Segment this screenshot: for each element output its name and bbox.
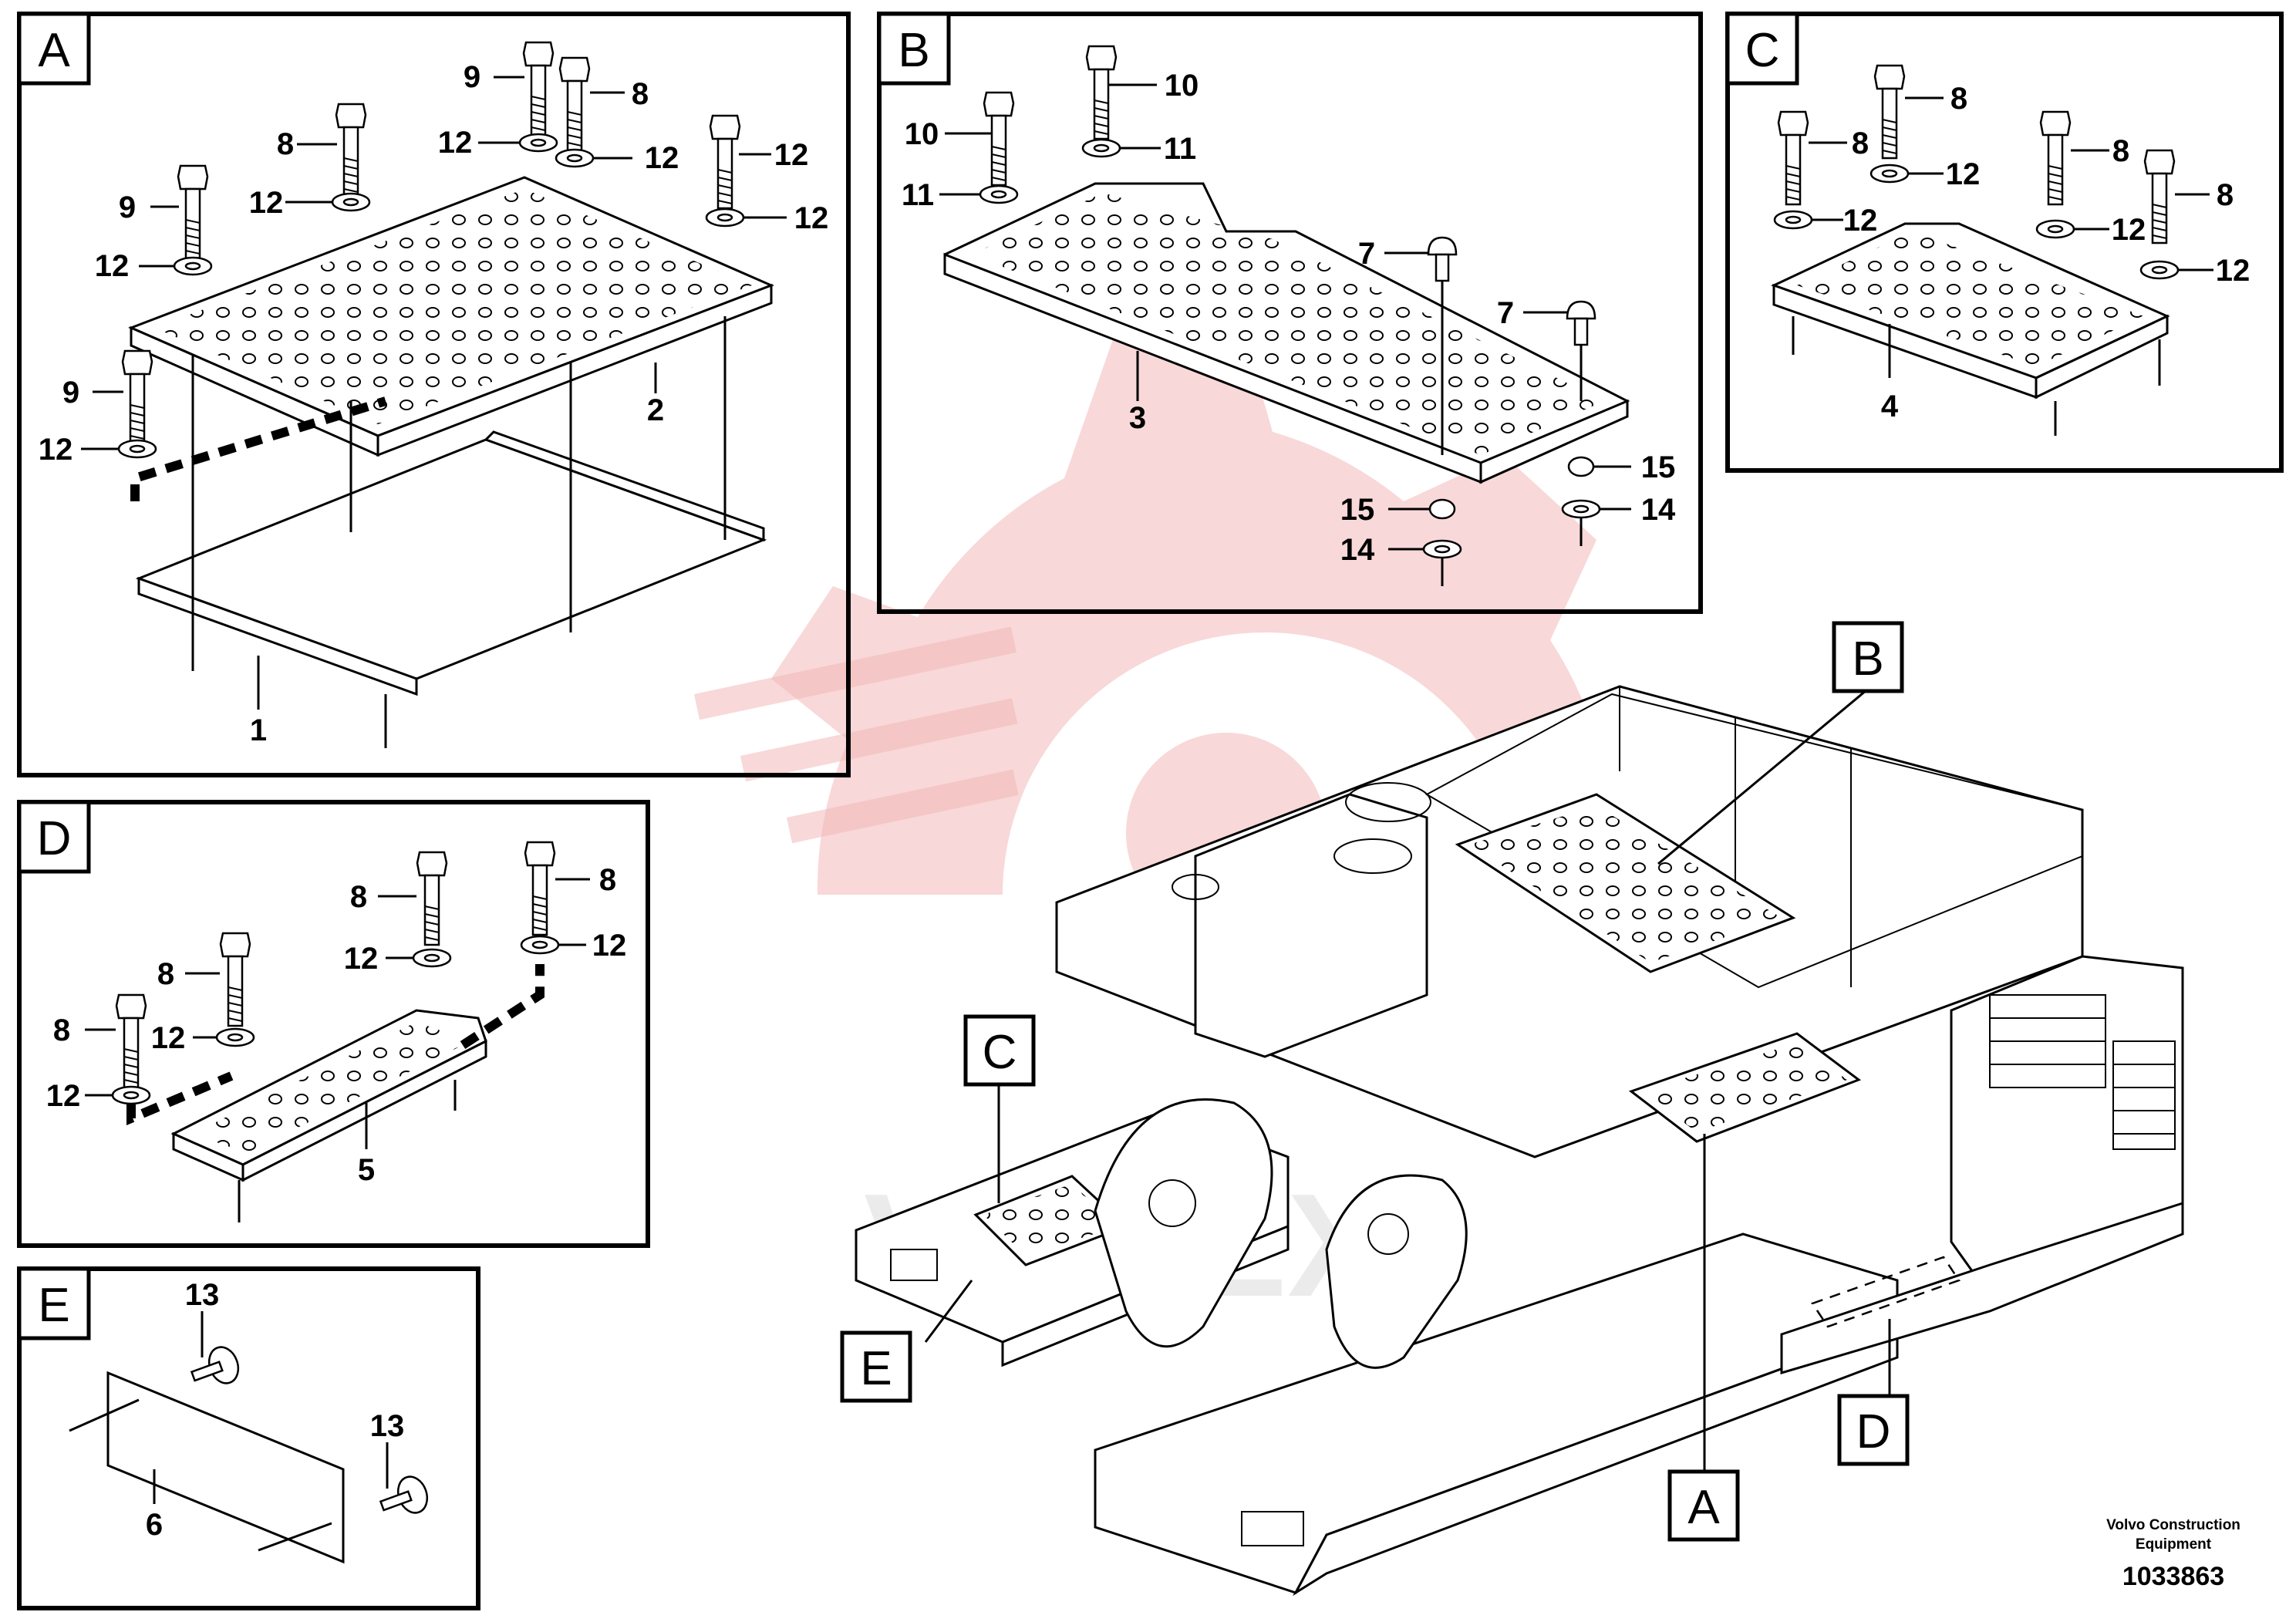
callout-b-part-3: 3 xyxy=(1129,401,1146,435)
callout-b-5: 7 xyxy=(1358,237,1375,271)
panel-c: C 8 8 8 8 12 12 12 12 4 xyxy=(1725,12,2284,473)
footer: Volvo Construction Equipment 1033863 xyxy=(2106,1517,2240,1591)
callout-d-5: 12 xyxy=(46,1079,81,1113)
callout-c-5: 12 xyxy=(1843,204,1878,238)
overview-label-a: A xyxy=(1687,1481,1720,1534)
callout-c-2: 8 xyxy=(1950,82,1967,116)
callout-c-part-4: 4 xyxy=(1881,389,1899,423)
overview-label-e: E xyxy=(860,1342,892,1395)
callout-b-8: 15 xyxy=(1641,450,1676,484)
callout-d-8: 12 xyxy=(592,929,627,963)
callout-a-12: 12 xyxy=(774,138,809,172)
callout-a-2: 8 xyxy=(277,127,294,161)
callout-a-9: 12 xyxy=(794,201,829,235)
callout-d-2: 8 xyxy=(157,957,174,991)
callout-c-1: 8 xyxy=(1852,126,1869,160)
machine-overview: B C E A D xyxy=(840,621,2184,1597)
callout-d-3: 8 xyxy=(350,880,367,914)
callout-c-4: 8 xyxy=(2217,178,2234,212)
callout-d-1: 8 xyxy=(53,1013,70,1047)
callout-d-4: 8 xyxy=(599,863,616,897)
overview-label-d: D xyxy=(1856,1405,1891,1458)
callout-a-10: 12 xyxy=(39,433,73,467)
callout-e-2: 13 xyxy=(370,1409,405,1443)
callout-b-3: 11 xyxy=(902,178,934,212)
company-line-2: Equipment xyxy=(2136,1536,2212,1553)
callout-c-3: 8 xyxy=(2112,134,2129,168)
callout-a-part-1: 1 xyxy=(250,713,267,747)
panel-a-letter: A xyxy=(38,24,70,77)
callout-b-4: 11 xyxy=(1164,132,1196,166)
callout-c-7: 12 xyxy=(2112,213,2146,247)
overview-label-c: C xyxy=(983,1026,1017,1079)
callout-a-5: 8 xyxy=(632,77,649,111)
panel-b-letter: B xyxy=(898,24,929,77)
callout-a-6: 12 xyxy=(438,126,473,160)
callout-b-9: 14 xyxy=(1340,533,1375,567)
callout-d-part-5: 5 xyxy=(358,1153,375,1187)
panel-e-letter: E xyxy=(38,1279,69,1332)
company-line-1: Volvo Construction xyxy=(2106,1517,2240,1533)
callout-a-8: 12 xyxy=(645,141,679,175)
overview-label-b: B xyxy=(1852,632,1883,686)
callout-a-1: 9 xyxy=(119,191,136,224)
panel-c-letter: C xyxy=(1745,24,1780,77)
panel-e: E 13 13 6 xyxy=(17,1266,480,1610)
panel-d: D 8 8 8 8 12 12 12 12 5 xyxy=(17,800,650,1248)
callout-a-part-2: 2 xyxy=(647,393,664,427)
panel-d-letter: D xyxy=(37,812,72,865)
callout-e-part-6: 6 xyxy=(146,1508,163,1542)
panel-b: B 10 10 11 11 7 7 3 xyxy=(877,12,1703,614)
callout-c-6: 12 xyxy=(1946,157,1981,191)
callout-c-8: 12 xyxy=(2216,254,2250,288)
callout-b-6: 7 xyxy=(1497,296,1514,330)
callout-d-7: 12 xyxy=(344,942,379,976)
callout-d-6: 12 xyxy=(151,1021,186,1055)
callout-a-7: 9 xyxy=(464,60,480,94)
callout-b-10: 14 xyxy=(1641,493,1676,527)
callout-b-1: 10 xyxy=(905,117,939,151)
callout-b-7: 15 xyxy=(1340,493,1375,527)
callout-e-1: 13 xyxy=(185,1278,220,1312)
callout-b-2: 10 xyxy=(1165,69,1199,103)
callout-a-3: 12 xyxy=(249,186,284,220)
callout-a-11: 9 xyxy=(62,376,79,410)
callout-a-4: 12 xyxy=(95,249,130,283)
panel-a: A xyxy=(17,12,851,777)
drawing-number: 1033863 xyxy=(2122,1562,2224,1591)
